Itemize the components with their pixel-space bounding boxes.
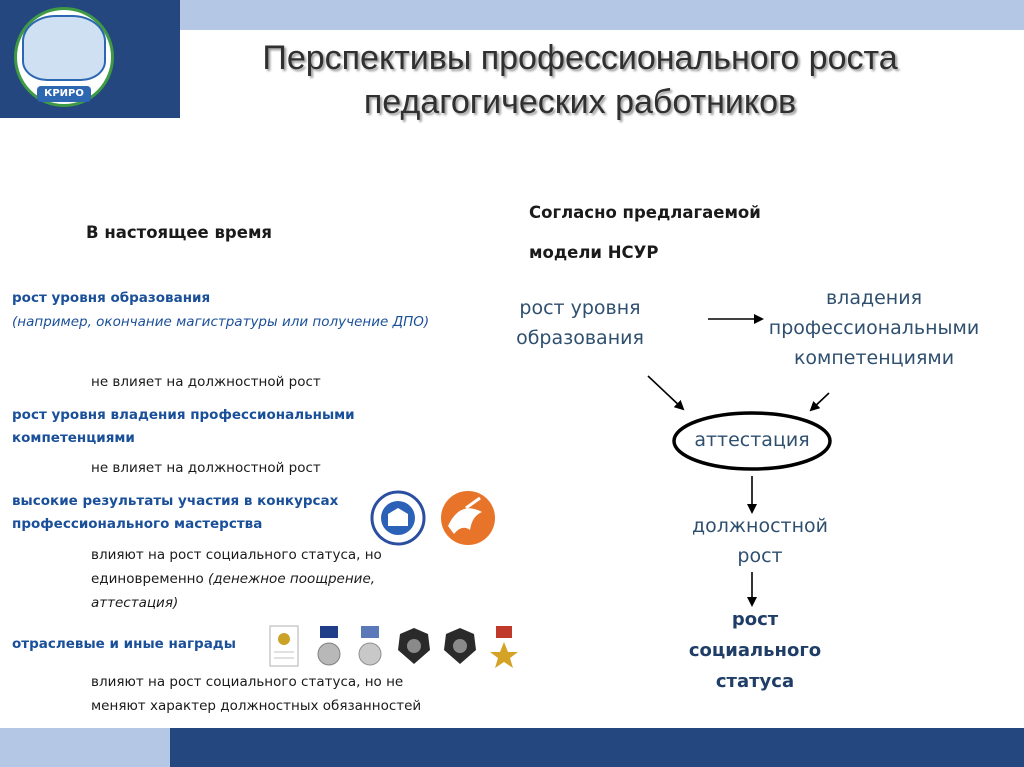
node-status-line-1: рост (731, 609, 779, 630)
node-competence-line-2: профессиональными (768, 317, 980, 339)
node-education-line-2: образования (516, 327, 644, 349)
certificate-icon (269, 625, 299, 667)
page-title: Перспективы профессионального роста педа… (180, 36, 980, 124)
node-position: должностной рост (665, 511, 855, 571)
item-3-head-2: профессионального мастерства (12, 516, 263, 532)
node-education-line-1: рост уровня (519, 297, 641, 319)
node-status-line-2: социального (688, 640, 822, 661)
right-heading-1: Согласно предлагаемой (529, 203, 761, 222)
medal-2-icon (358, 626, 382, 666)
badge-2-icon (444, 628, 476, 664)
arrow-competence-to-attestation (809, 392, 830, 412)
badge-1-icon (398, 628, 430, 664)
item-3-effect-2: единовременно (денежное поощрение, (91, 568, 375, 591)
node-education: рост уровня образования (495, 293, 665, 353)
node-competence-line-3: компетенциями (793, 347, 955, 369)
item-4-effect-1: влияют на рост социального статуса, но н… (91, 674, 404, 690)
item-1-effect: не влияет на должностной рост (91, 374, 321, 390)
item-3-effect-1: влияют на рост социального статуса, но (91, 547, 382, 563)
item-2-effect: не влияет на должностной рост (91, 460, 321, 476)
awards-row (269, 625, 518, 668)
item-3-effect-3: аттестация) (91, 595, 179, 611)
item-1-note: (например, окончание магистратуры или по… (12, 314, 430, 330)
item-3-effect-2a: единовременно (91, 571, 209, 587)
node-competence: владения профессиональными компетенциями (760, 283, 988, 373)
node-status-line-3: статуса (715, 671, 795, 692)
contest-emblem-2-icon (441, 491, 495, 545)
contest-emblem-1-icon (370, 490, 426, 546)
item-1-head: рост уровня образования (12, 290, 211, 306)
right-heading-2: модели НСУР (529, 243, 659, 262)
medal-1-icon (317, 626, 341, 666)
node-status: рост социального статуса (655, 604, 855, 697)
node-attestation: аттестация (694, 429, 810, 451)
map-emblem-icon (22, 15, 106, 81)
item-3-head-1: высокие результаты участия в конкурсах (12, 493, 339, 509)
node-competence-line-1: владения (825, 287, 922, 309)
node-position-line-2: рост (737, 545, 783, 567)
item-4-head: отраслевые и иные награды (12, 636, 236, 652)
item-4-effect-2: меняют характер должностных обязанностей (91, 698, 422, 714)
bottom-band-light (0, 728, 180, 767)
attestation-ellipse (672, 411, 832, 471)
logo-badge: КРИРО (37, 86, 91, 102)
left-heading: В настоящее время (86, 223, 273, 242)
arrow-education-to-attestation (647, 375, 685, 411)
item-2-head-1: рост уровня владения профессиональными (12, 407, 355, 423)
node-position-line-1: должностной (692, 515, 828, 537)
bottom-band (170, 728, 1024, 767)
item-3-effect-2b: (денежное поощрение, (208, 571, 376, 587)
title-line-2: педагогических работников (363, 83, 797, 121)
star-medal-icon (490, 626, 518, 668)
title-line-1: Перспективы профессионального роста (262, 39, 898, 77)
item-2-head-2: компетенциями (12, 430, 135, 446)
contest-emblems (370, 490, 495, 546)
